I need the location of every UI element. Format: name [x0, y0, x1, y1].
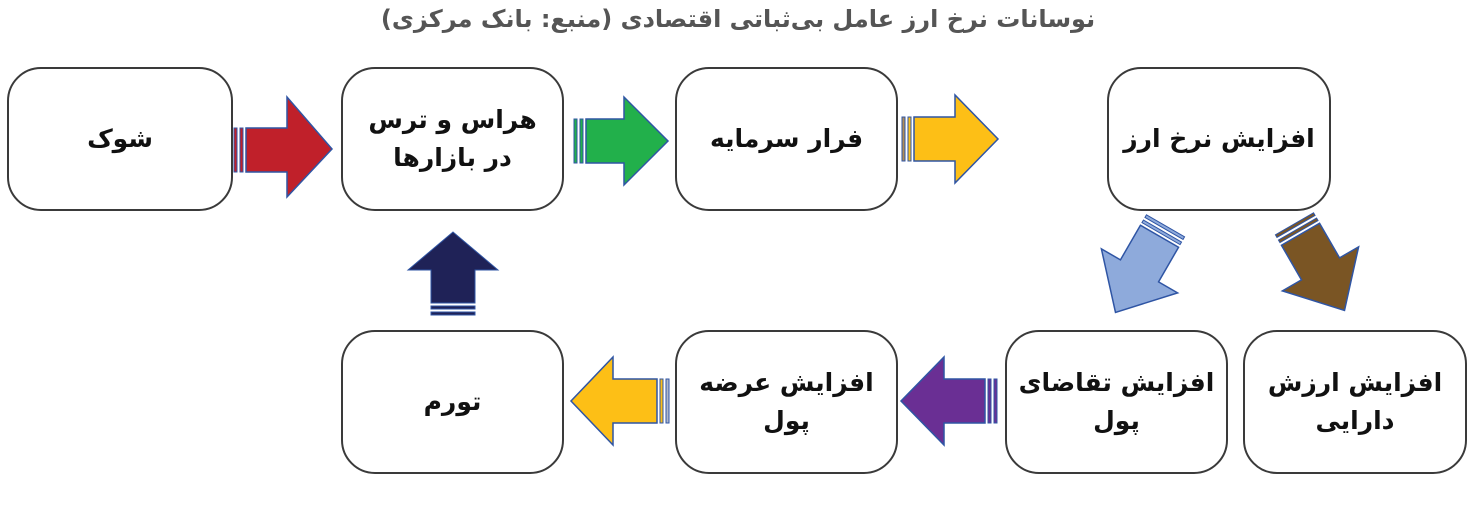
node-label: افزایش ارزش دارایی	[1267, 368, 1443, 435]
arrow-left-icon	[899, 355, 998, 447]
node-label: افزایش تقاضای پول	[1018, 368, 1215, 435]
node-asset-value-increase: افزایش ارزش دارایی	[1243, 330, 1467, 474]
node-label: افزایش نرخ ارز	[1123, 124, 1315, 153]
node-money-supply-increase: افزایش عرضه پول	[675, 330, 898, 474]
arrow-right-icon	[573, 95, 670, 187]
arrow-right-icon	[233, 94, 334, 199]
arrow-right-icon	[901, 93, 1000, 185]
diagram-title: نوسانات نرخ ارز عامل بی‌ثباتی اقتصادی (م…	[380, 5, 1096, 33]
node-inflation: تورم	[341, 330, 564, 474]
node-money-demand-increase: افزایش تقاضای پول	[1005, 330, 1228, 474]
node-capital-flight: فرار سرمایه	[675, 67, 898, 211]
node-label: شوک	[87, 124, 153, 153]
node-label: هراس و ترس در بازارها	[368, 105, 537, 172]
node-label: تورم	[423, 387, 482, 416]
node-label: فرار سرمایه	[709, 124, 864, 153]
arrow-down-right-icon	[1274, 212, 1360, 312]
node-shock: شوک	[7, 67, 233, 211]
node-fx-rate-increase: افزایش نرخ ارز	[1107, 67, 1331, 211]
node-label: افزایش عرضه پول	[699, 368, 874, 435]
arrow-left-icon	[569, 355, 670, 447]
arrow-up-icon	[406, 231, 500, 316]
arrow-down-left-icon	[1100, 214, 1186, 314]
node-panic-in-markets: هراس و ترس در بازارها	[341, 67, 564, 211]
